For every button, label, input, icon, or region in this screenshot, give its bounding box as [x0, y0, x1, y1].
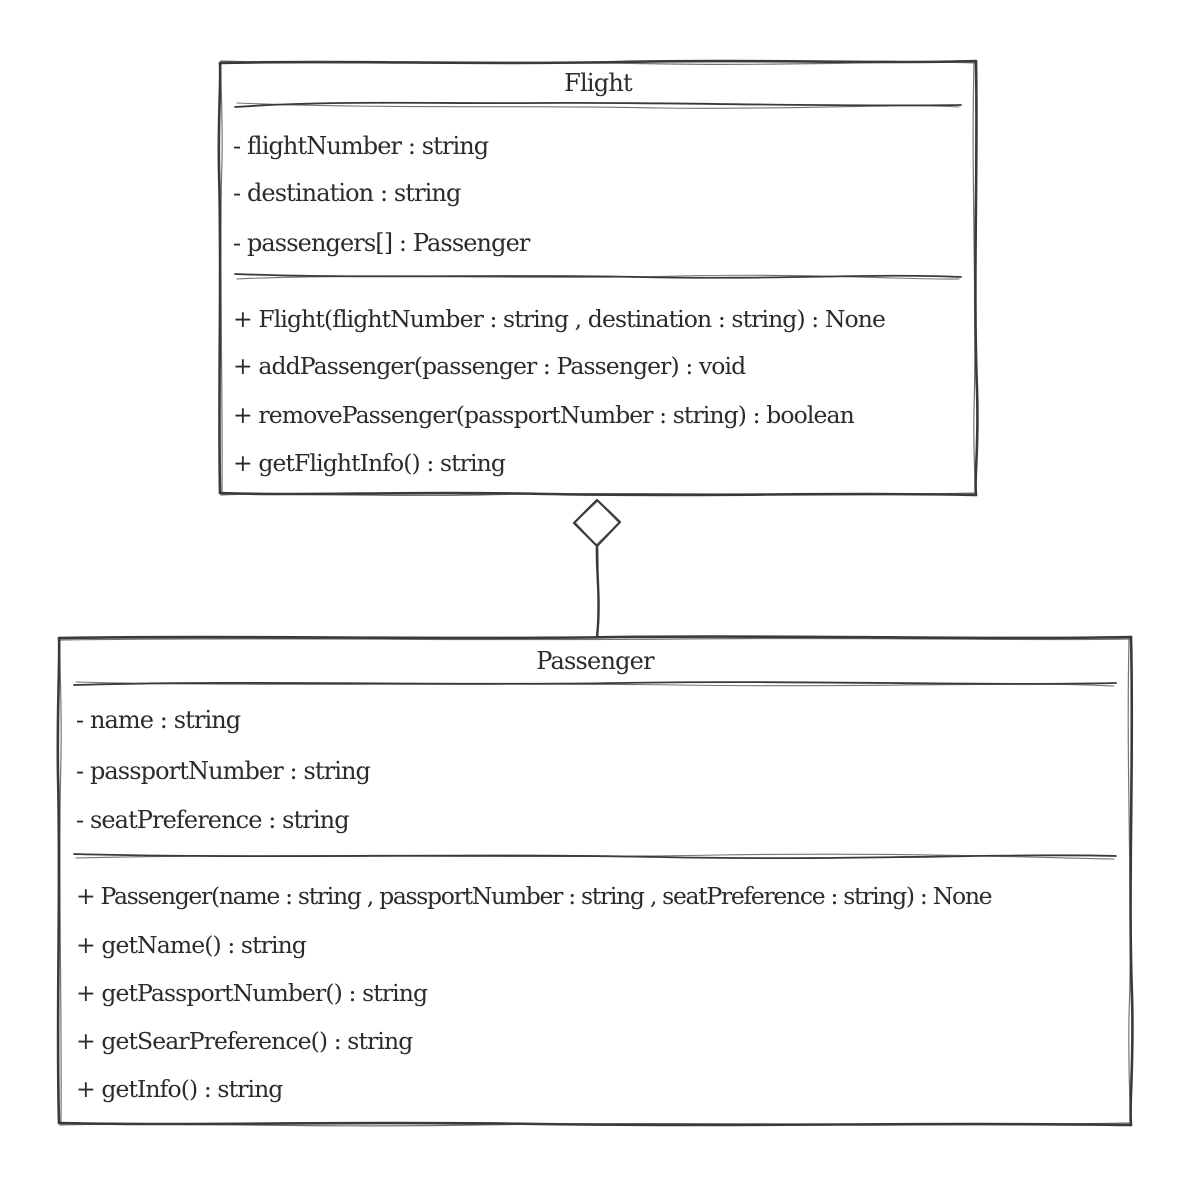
- flight-operation-removepassenger: + removePassenger(passportNumber : strin…: [233, 401, 855, 429]
- passenger-operation-getpassportnumber: + getPassportNumber() : string: [76, 979, 428, 1007]
- aggregation-line: [595, 544, 600, 639]
- flight-attribute-passengers: - passengers[] : Passenger: [233, 229, 530, 257]
- passenger-operation-constructor: + Passenger(name : string , passportNumb…: [76, 882, 993, 910]
- flight-operation-getflightinfo: + getFlightInfo() : string: [233, 449, 506, 477]
- class-flight-outline: [217, 59, 979, 497]
- passenger-attribute-seatpreference: - seatPreference : string: [76, 806, 350, 834]
- passenger-attribute-passportnumber: - passportNumber : string: [76, 757, 371, 785]
- flight-name-separator: [234, 101, 962, 108]
- flight-attribute-destination: - destination : string: [233, 179, 461, 207]
- class-flight: Flight - flightNumber : string - destina…: [217, 59, 979, 497]
- passenger-operation-getname: + getName() : string: [76, 931, 307, 959]
- passenger-operation-getinfo: + getInfo() : string: [76, 1075, 283, 1103]
- class-name-flight: Flight: [564, 69, 632, 97]
- passenger-operation-getsearpreference: + getSearPreference() : string: [76, 1027, 413, 1055]
- flight-operation-constructor: + Flight(flightNumber : string , destina…: [233, 305, 886, 333]
- passenger-name-separator: [73, 681, 1117, 686]
- flight-operation-addpassenger: + addPassenger(passenger : Passenger) : …: [233, 352, 746, 380]
- flight-attribute-flightnumber: - flightNumber : string: [233, 132, 489, 160]
- passenger-attr-separator: [73, 853, 1117, 860]
- passenger-attribute-name: - name : string: [76, 706, 241, 734]
- class-name-passenger: Passenger: [536, 647, 654, 675]
- class-passenger: Passenger - name : string - passportNumb…: [56, 635, 1134, 1127]
- aggregation-diamond: [572, 498, 622, 548]
- flight-attr-separator: [234, 273, 962, 279]
